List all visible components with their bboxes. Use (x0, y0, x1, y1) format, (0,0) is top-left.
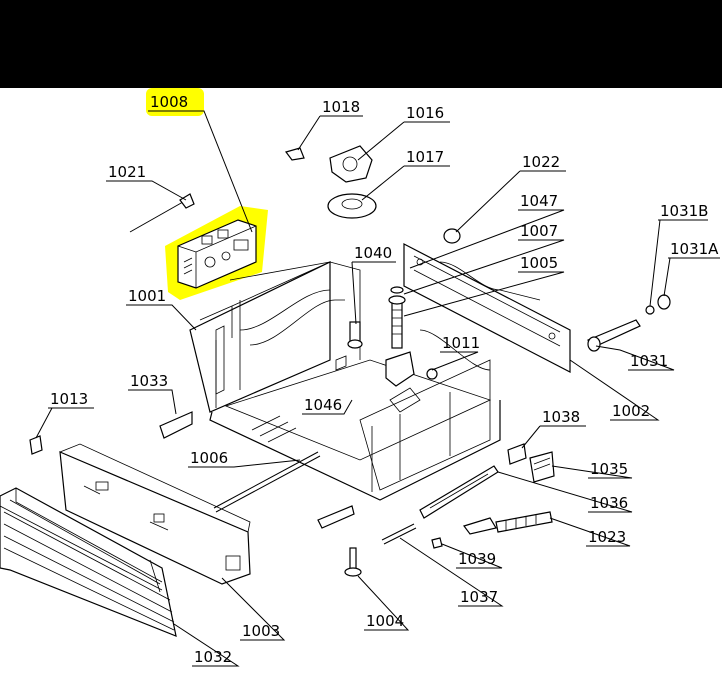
part-1008-control-board (177, 219, 257, 289)
label-1038: 1038 (542, 408, 580, 426)
part-1035-bracket (529, 451, 555, 483)
label-1006: 1006 (190, 449, 228, 467)
part-1031-rod (587, 294, 671, 352)
label-1046: 1046 (304, 396, 342, 414)
part-1017-seal (327, 193, 377, 219)
part-1038-clip (507, 443, 527, 465)
label-1031: 1031 (630, 352, 668, 370)
label-1002: 1002 (612, 402, 650, 420)
label-1003: 1003 (242, 622, 280, 640)
base-frame (189, 261, 501, 501)
label-1039: 1039 (458, 550, 496, 568)
part-1004-foot (344, 547, 362, 577)
part-1011-housing (385, 351, 438, 387)
label-1007: 1007 (520, 222, 558, 240)
part-1003-front-panel (59, 443, 251, 585)
label-1031A: 1031A (670, 240, 719, 258)
part-1022-nut (443, 228, 461, 244)
header-bar (0, 0, 722, 88)
part-1018-clip (284, 147, 305, 161)
part-1006-rod (213, 451, 321, 513)
label-1023: 1023 (588, 528, 626, 546)
part-labels: 1008 1018 1016 1017 1021 1022 1047 1007 … (50, 93, 719, 666)
label-1008: 1008 (150, 93, 188, 111)
label-1018: 1018 (322, 98, 360, 116)
label-1005: 1005 (520, 254, 558, 272)
label-1031B: 1031B (660, 202, 708, 220)
part-1023-hose (463, 511, 553, 535)
label-1001: 1001 (128, 287, 166, 305)
label-1011: 1011 (442, 334, 480, 352)
diagram-svg: 1008 1018 1016 1017 1021 1022 1047 1007 … (0, 88, 720, 667)
exploded-parts-diagram: 1008 1018 1016 1017 1021 1022 1047 1007 … (0, 88, 722, 677)
label-1033: 1033 (130, 372, 168, 390)
part-1013-clip (29, 435, 43, 455)
part-1005-shaft (388, 286, 406, 349)
label-1017: 1017 (406, 148, 444, 166)
label-1013: 1013 (50, 390, 88, 408)
label-1036: 1036 (590, 494, 628, 512)
label-1035: 1035 (590, 460, 628, 478)
label-1004: 1004 (366, 612, 404, 630)
part-1016-pump-head (329, 145, 373, 183)
part-1021-cable (129, 193, 195, 233)
part-1046-rail (317, 505, 355, 529)
part-1033-rail (159, 411, 193, 439)
part-1037-pin (381, 523, 417, 545)
part-1039-clip (431, 537, 443, 549)
leader-lines (35, 110, 720, 667)
label-1047: 1047 (520, 192, 558, 210)
label-1037: 1037 (460, 588, 498, 606)
label-1040: 1040 (354, 244, 392, 262)
label-1021: 1021 (108, 163, 146, 181)
label-1032: 1032 (194, 648, 232, 666)
part-1032-grille (0, 487, 177, 637)
label-1022: 1022 (522, 153, 560, 171)
label-1016: 1016 (406, 104, 444, 122)
part-1040-connector (347, 321, 363, 349)
